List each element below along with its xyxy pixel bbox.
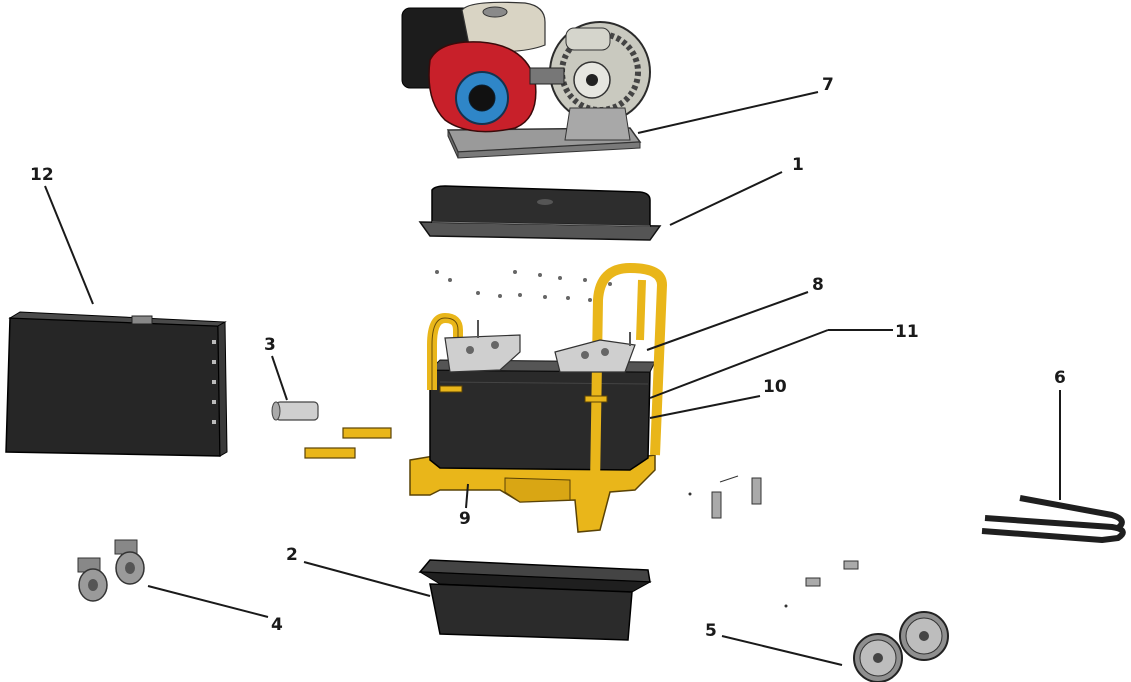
callout-5: 5 bbox=[705, 621, 717, 641]
callout-9: 9 bbox=[459, 509, 471, 529]
callout-10: 10 bbox=[763, 377, 787, 397]
callout-2: 2 bbox=[286, 545, 298, 565]
callout-4: 4 bbox=[271, 615, 283, 635]
callout-3: 3 bbox=[264, 335, 276, 355]
callout-labels: 7 1 12 8 11 3 10 6 9 2 4 5 bbox=[30, 75, 1066, 641]
callout-12: 12 bbox=[30, 165, 54, 185]
side-panel-box bbox=[5, 311, 228, 457]
callout-6: 6 bbox=[1054, 368, 1066, 388]
rear-wheels bbox=[784, 560, 949, 682]
push-handle bbox=[981, 495, 1126, 543]
drip-tray bbox=[418, 559, 652, 641]
fastener-nuts bbox=[435, 270, 612, 302]
callout-1: 1 bbox=[792, 155, 804, 175]
bushing-and-bars bbox=[271, 401, 392, 459]
engine-blower-assembly bbox=[401, 1, 651, 159]
caster-wheels bbox=[77, 539, 145, 602]
mounting-bolts bbox=[688, 475, 762, 519]
frame-tank-assembly bbox=[409, 263, 667, 533]
callout-11: 11 bbox=[895, 322, 919, 342]
leader-lines bbox=[44, 91, 1061, 666]
callout-8: 8 bbox=[812, 275, 824, 295]
top-lid bbox=[418, 185, 662, 241]
callout-7: 7 bbox=[822, 75, 834, 95]
